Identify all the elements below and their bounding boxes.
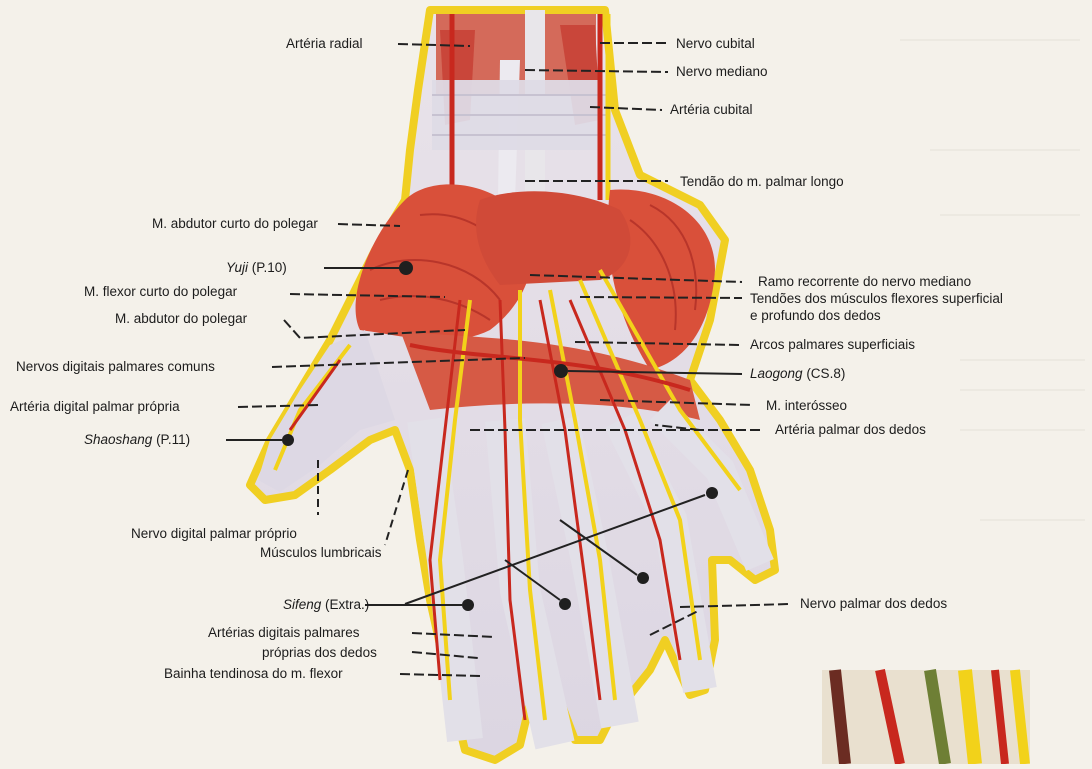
shaoshang-code: (P.11) [152,432,190,447]
label-arcos-palmares: Arcos palmares superficiais [750,337,915,353]
sifeng-point-ring [637,572,649,584]
sifeng-point-little [706,487,718,499]
leader-lumbricais [385,470,408,545]
label-tendao-palmar-longo: Tendão do m. palmar longo [680,174,844,190]
label-tendoes-flexores-2: e profundo dos dedos [750,308,881,324]
yuji-point [399,261,413,275]
label-tendoes-flexores-1: Tendões dos músculos flexores superficia… [750,291,1003,307]
label-ramo-recorrente: Ramo recorrente do nervo mediano [758,274,971,290]
shaoshang-point [282,434,294,446]
label-arteria-digital-propria: Artéria digital palmar própria [10,399,180,415]
sifeng-point-middle [559,598,571,610]
yuji-name: Yuji [226,260,248,275]
sifeng-point-index [462,599,474,611]
label-flexor-curto-polegar: M. flexor curto do polegar [84,284,237,300]
label-arteria-cubital: Artéria cubital [670,102,753,118]
label-interosseo: M. interósseo [766,398,847,414]
sifeng-name: Sifeng [283,597,321,612]
laogong-point [554,364,568,378]
label-nervo-cubital: Nervo cubital [676,36,755,52]
laogong-name: Laogong [750,366,803,381]
label-nervos-digitais-comuns: Nervos digitais palmares comuns [16,359,215,375]
sifeng-code: (Extra.) [321,597,369,612]
label-nervo-palmar-dedos: Nervo palmar dos dedos [800,596,947,612]
label-sifeng: Sifeng (Extra.) [283,597,369,613]
label-arterias-digitais-1: Artérias digitais palmares [208,625,360,641]
label-arteria-radial: Artéria radial [286,36,363,52]
laogong-code: (CS.8) [803,366,846,381]
label-nervo-mediano: Nervo mediano [676,64,768,80]
yuji-code: (P.10) [248,260,287,275]
label-arteria-palmar-dedos: Artéria palmar dos dedos [775,422,926,438]
label-musculos-lumbricais: Músculos lumbricais [260,545,382,561]
label-nervo-digital-proprio: Nervo digital palmar próprio [131,526,297,542]
label-yuji: Yuji (P.10) [226,260,287,276]
shaoshang-name: Shaoshang [84,432,152,447]
second-figure-thumbnail [822,670,1030,764]
label-abdutor-polegar: M. abdutor do polegar [115,311,247,327]
label-abdutor-curto-polegar: M. abdutor curto do polegar [152,216,318,232]
label-shaoshang: Shaoshang (P.11) [84,432,190,448]
label-arterias-digitais-2: próprias dos dedos [262,645,377,661]
label-bainha-tendinosa: Bainha tendinosa do m. flexor [164,666,343,682]
label-laogong: Laogong (CS.8) [750,366,845,382]
